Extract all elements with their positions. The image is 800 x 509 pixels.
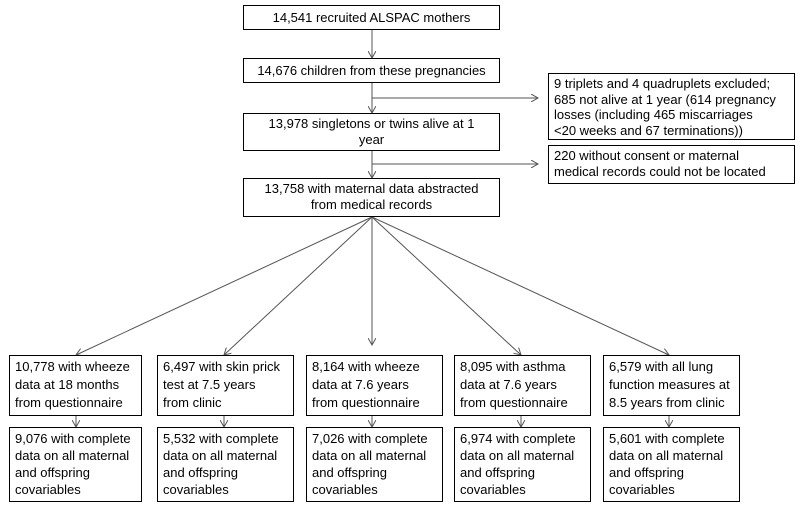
recruited-mothers-box: 14,541 recruited ALSPAC mothers [243,5,500,30]
complete-box-skin-prick: 5,532 with complete data on all maternal… [157,427,294,502]
outcome-box-lung-function: 6,579 with all lung function measures at… [603,355,740,416]
outcome-box-asthma: 8,095 with asthma data at 7.6 years from… [454,355,591,416]
arrow-to-outcome-1 [76,216,373,355]
singletons-box: 13,978 singletons or twins alive at 1 ye… [243,113,500,151]
maternal-data-box: 13,758 with maternal data abstracted fro… [243,178,500,217]
arrow-to-outcome-2 [224,216,373,355]
children-box: 14,676 children from these pregnancies [243,58,500,83]
arrow-to-outcome-4 [371,216,521,355]
outcome-box-wheeze-7-6y: 8,164 with wheeze data at 7.6 years from… [306,355,443,416]
arrow-to-outcome-5 [371,216,669,355]
exclusion-box-1: 9 triplets and 4 quadruplets excluded; 6… [548,73,795,140]
complete-box-asthma: 6,974 with complete data on all maternal… [454,427,591,502]
complete-box-wheeze-18m: 9,076 with complete data on all maternal… [9,427,142,502]
outcome-box-wheeze-18m: 10,778 with wheeze data at 18 months fro… [9,355,142,416]
complete-box-wheeze-7-6y: 7,026 with complete data on all maternal… [306,427,443,502]
complete-box-lung-function: 5,601 with complete data on all maternal… [603,427,740,502]
exclusion-box-2: 220 without consent or maternal medical … [548,145,795,184]
outcome-box-skin-prick: 6,497 with skin prick test at 7.5 years … [157,355,294,416]
